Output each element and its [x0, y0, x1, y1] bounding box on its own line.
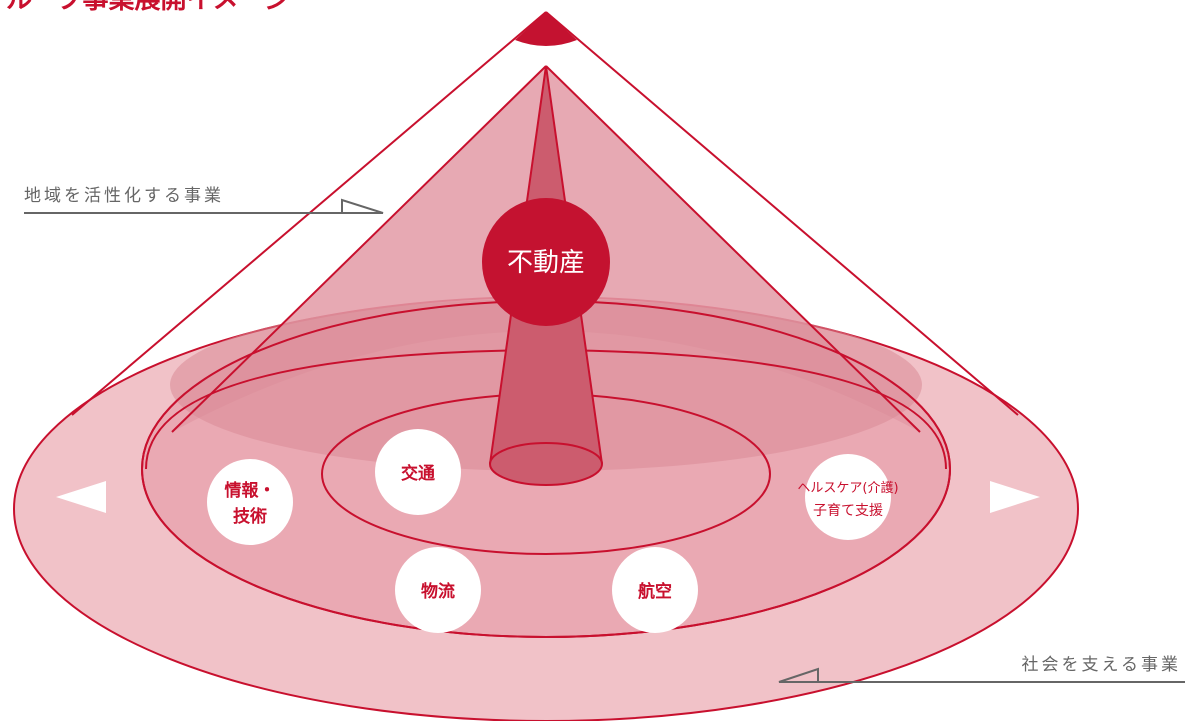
node-healthcare [805, 454, 891, 540]
node-healthcare-label-2: 子育て支援 [813, 503, 883, 519]
core-label: 不動産 [507, 248, 585, 278]
spike-base [490, 443, 602, 485]
node-aviation-label: 航空 [638, 581, 672, 602]
node-info-tech-label-2: 技術 [233, 506, 267, 527]
social-business-label: 社会を支える事業 [1022, 655, 1182, 675]
apex-cap [515, 12, 577, 46]
node-transport-label: 交通 [401, 463, 435, 484]
header-title: ループ事業展開イメージ [6, 0, 290, 15]
node-info-tech-label-1: 情報・ [225, 480, 276, 501]
node-healthcare-label-1: ヘルスケア(介護) [797, 480, 898, 496]
node-info-tech [207, 459, 293, 545]
node-logistics-label: 物流 [421, 581, 455, 602]
regional-business-label: 地域を活性化する事業 [24, 186, 224, 206]
